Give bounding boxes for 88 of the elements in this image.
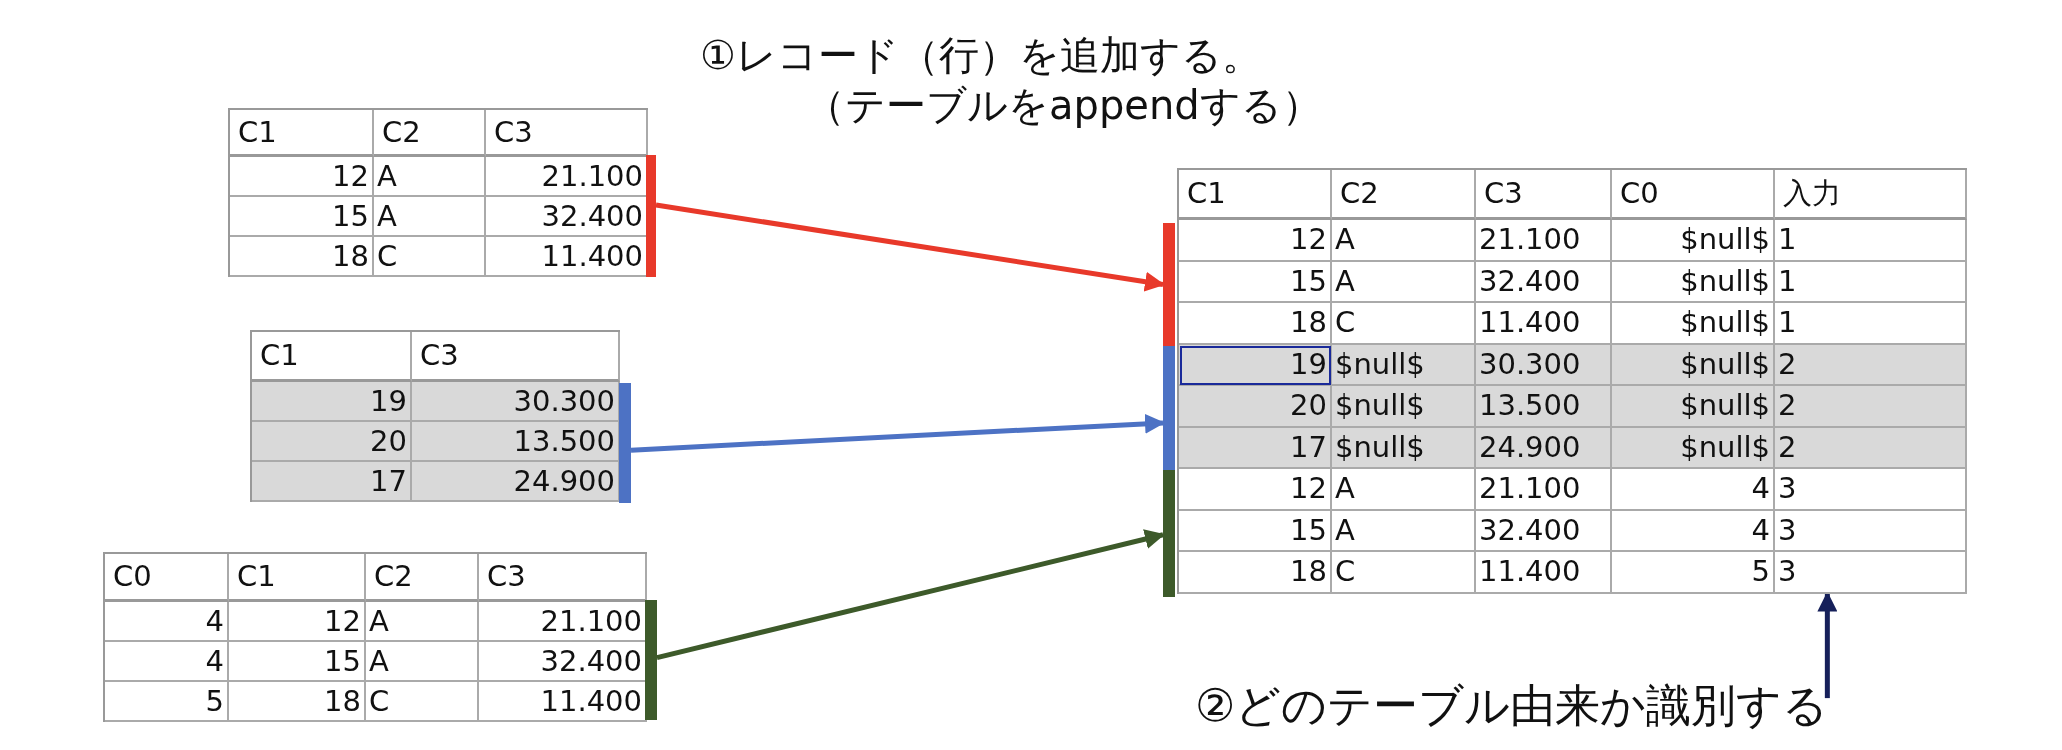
table-cell: $null$ bbox=[1332, 344, 1476, 386]
title: ①レコード（行）を追加する。 bbox=[700, 31, 1262, 80]
table-cell: A bbox=[1332, 469, 1476, 511]
table-cell: C bbox=[1332, 552, 1476, 594]
table-cell: 19 bbox=[252, 382, 412, 422]
data-table bbox=[103, 552, 647, 722]
data-table bbox=[228, 108, 648, 277]
table-cell: 24.900 bbox=[412, 462, 620, 502]
header-cell: C1 bbox=[1179, 170, 1332, 220]
table-cell: A bbox=[1332, 220, 1476, 262]
table-cell: 32.400 bbox=[1476, 261, 1612, 303]
header-cell: C3 bbox=[1476, 170, 1612, 220]
header-cell: C0 bbox=[105, 554, 229, 602]
header-cell: C2 bbox=[374, 110, 486, 157]
table-cell: 20 bbox=[252, 422, 412, 462]
table-cell: 15 bbox=[229, 642, 366, 682]
table-cell: 1 bbox=[1775, 220, 1967, 262]
marker-bar bbox=[1163, 470, 1175, 597]
table-cell: A bbox=[366, 642, 479, 682]
header-cell: C3 bbox=[479, 554, 647, 602]
table-cell: A bbox=[374, 157, 486, 197]
marker-bar bbox=[1163, 346, 1175, 470]
data-table bbox=[250, 330, 620, 502]
table-cell: C bbox=[374, 237, 486, 277]
table-cell: 24.900 bbox=[1476, 427, 1612, 469]
table-cell: 3 bbox=[1775, 469, 1967, 511]
table-cell: 4 bbox=[1612, 469, 1775, 511]
arrow bbox=[655, 202, 1165, 292]
table-cell: 4 bbox=[105, 602, 229, 642]
header-cell: C2 bbox=[366, 554, 479, 602]
header-cell: C0 bbox=[1612, 170, 1775, 220]
table-cell: 11.400 bbox=[1476, 552, 1612, 594]
marker-bar bbox=[645, 600, 657, 720]
header-cell: C1 bbox=[229, 554, 366, 602]
table-cell: A bbox=[366, 602, 479, 642]
table-cell: $null$ bbox=[1612, 427, 1775, 469]
table-cell: 2 bbox=[1775, 386, 1967, 428]
subtitle: （テーブルをappendする） bbox=[805, 81, 1322, 130]
header-cell: 入力 bbox=[1775, 170, 1967, 220]
table-cell: 3 bbox=[1775, 552, 1967, 594]
table-cell: 12 bbox=[230, 157, 374, 197]
table-cell: 32.400 bbox=[1476, 510, 1612, 552]
table-cell: $null$ bbox=[1612, 261, 1775, 303]
table-cell: 12 bbox=[1179, 469, 1332, 511]
table-cell: 13.500 bbox=[1476, 386, 1612, 428]
table-cell: 12 bbox=[1179, 220, 1332, 262]
marker-bar bbox=[619, 383, 631, 503]
table-cell: $null$ bbox=[1332, 386, 1476, 428]
table-cell: 2 bbox=[1775, 427, 1967, 469]
table-cell: 15 bbox=[230, 197, 374, 237]
header-cell: C2 bbox=[1332, 170, 1476, 220]
table-cell: 12 bbox=[229, 602, 366, 642]
header-cell: C1 bbox=[230, 110, 374, 157]
data-table bbox=[1177, 168, 1967, 594]
table-cell: 5 bbox=[105, 682, 229, 722]
marker-bar bbox=[646, 155, 656, 277]
marker-bar bbox=[1163, 223, 1175, 346]
table-cell: 4 bbox=[1612, 510, 1775, 552]
table-cell: 18 bbox=[230, 237, 374, 277]
table-cell: $null$ bbox=[1332, 427, 1476, 469]
table-cell: $null$ bbox=[1612, 344, 1775, 386]
table-cell: A bbox=[1332, 261, 1476, 303]
table-cell: 19 bbox=[1179, 344, 1332, 386]
table-cell: A bbox=[1332, 510, 1476, 552]
table-cell: A bbox=[374, 197, 486, 237]
table-cell: 1 bbox=[1775, 261, 1967, 303]
table-cell: 18 bbox=[229, 682, 366, 722]
table-cell: 30.300 bbox=[412, 382, 620, 422]
table-cell: 17 bbox=[252, 462, 412, 502]
table-cell: 21.100 bbox=[1476, 469, 1612, 511]
table-cell: 15 bbox=[1179, 510, 1332, 552]
table-cell: 30.300 bbox=[1476, 344, 1612, 386]
table-cell: 13.500 bbox=[412, 422, 620, 462]
table-cell: 3 bbox=[1775, 510, 1967, 552]
header-cell: C3 bbox=[486, 110, 648, 157]
table-cell: 15 bbox=[1179, 261, 1332, 303]
table-cell: 21.100 bbox=[1476, 220, 1612, 262]
table-cell: $null$ bbox=[1612, 220, 1775, 262]
table-cell: 4 bbox=[105, 642, 229, 682]
table-cell: 2 bbox=[1775, 344, 1967, 386]
note-text: ②どのテーブル由来か識別する bbox=[1195, 680, 1829, 732]
table-cell: 5 bbox=[1612, 552, 1775, 594]
arrow bbox=[1817, 591, 1838, 699]
table-cell: C bbox=[366, 682, 479, 722]
table-cell: 17 bbox=[1179, 427, 1332, 469]
table-cell: 18 bbox=[1179, 552, 1332, 594]
table-cell: $null$ bbox=[1612, 386, 1775, 428]
table-cell: 20 bbox=[1179, 386, 1332, 428]
